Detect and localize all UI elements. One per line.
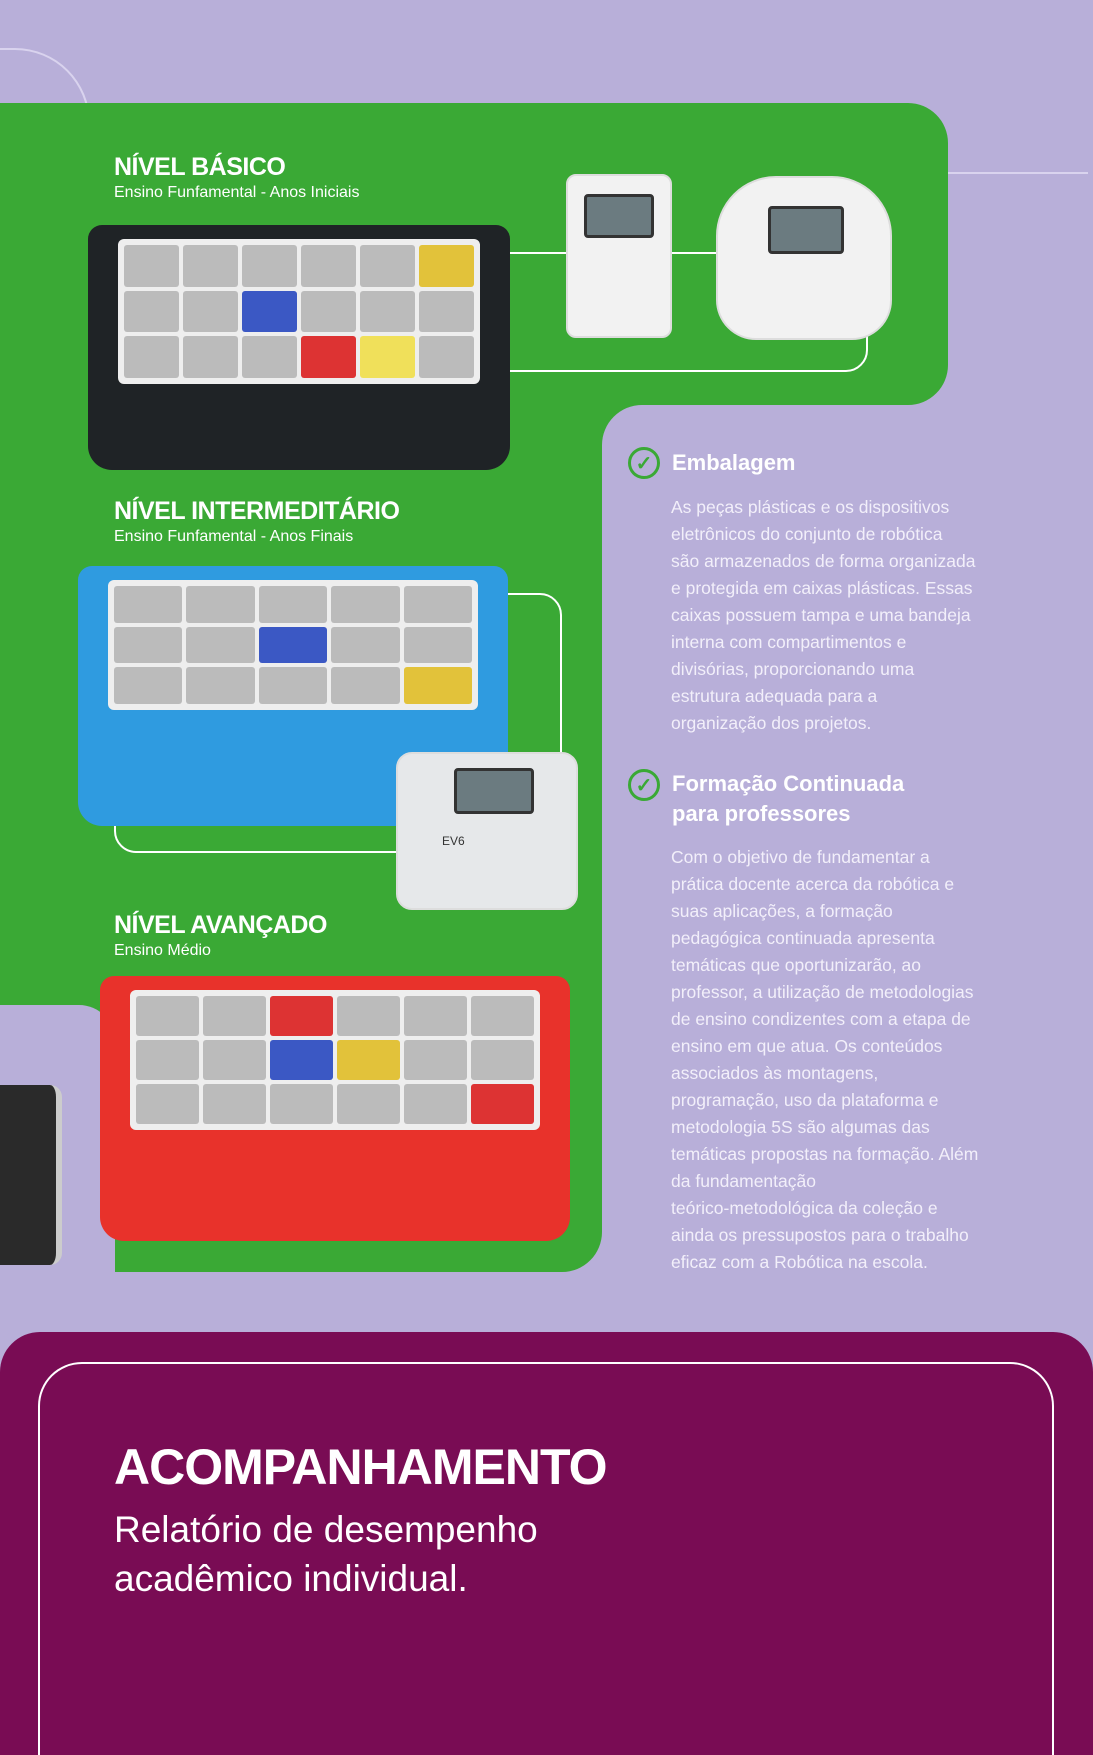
controller-device-image xyxy=(566,174,672,338)
level-basic-title: NÍVEL BÁSICO xyxy=(114,153,286,181)
level-advanced-subtitle: Ensino Médio xyxy=(114,942,211,959)
basic-kit-box-image xyxy=(88,225,510,470)
footer-subtitle: Relatório de desempenho acadêmico indivi… xyxy=(114,1509,538,1599)
level-intermediate-title: NÍVEL INTERMEDITÁRIO xyxy=(114,497,400,525)
footer-title: ACOMPANHAMENTO xyxy=(114,1439,607,1495)
device-label: EV6 xyxy=(442,834,465,848)
footer-frame xyxy=(38,1362,1054,1755)
level-advanced-title: NÍVEL AVANÇADO xyxy=(114,911,327,939)
check-circle-icon: ✓ xyxy=(628,769,660,801)
robot-controller-image xyxy=(716,176,892,340)
section-body-formacao: Com o objetivo de fundamentar a prática … xyxy=(671,847,979,1272)
ev-brick-image: EV6 xyxy=(396,752,578,910)
level-intermediate-subtitle: Ensino Funfamental - Anos Finais xyxy=(114,528,354,545)
section-title-embalagem: Embalagem xyxy=(672,450,796,475)
footer-panel xyxy=(0,1332,1093,1755)
advanced-kit-box-image xyxy=(100,976,570,1241)
section-title-formacao: Formação Continuada para professores xyxy=(672,771,905,826)
section-body-embalagem: As peças plásticas e os dispositivos ele… xyxy=(671,497,976,733)
decorative-line xyxy=(948,172,1088,174)
check-circle-icon: ✓ xyxy=(628,447,660,479)
partial-device-image xyxy=(0,1085,62,1265)
level-basic-subtitle: Ensino Funfamental - Anos Iniciais xyxy=(114,184,360,201)
